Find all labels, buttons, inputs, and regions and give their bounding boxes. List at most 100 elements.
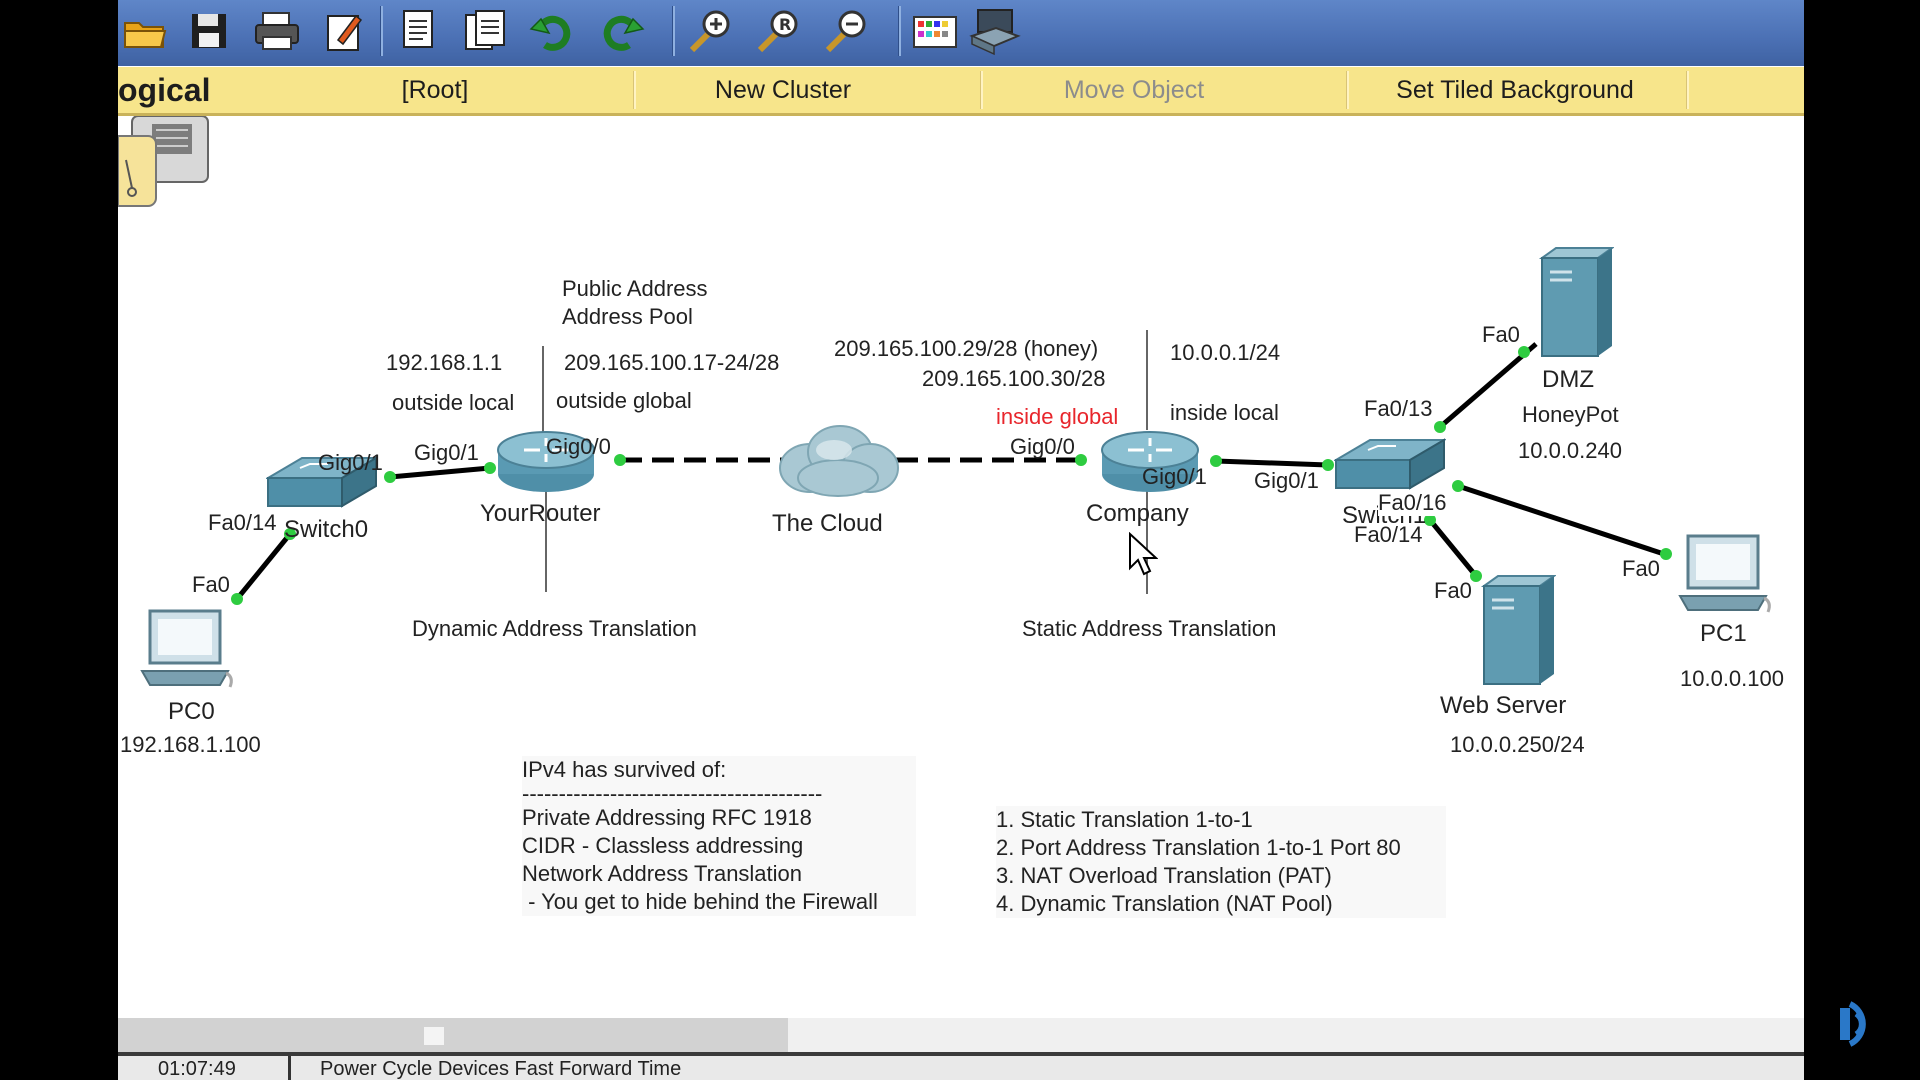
link-company-switch1	[1215, 458, 1329, 468]
packet-tracer-window: R ogical [Root] New Cluster Move Object …	[118, 0, 1804, 1080]
web-server-icon[interactable]	[1478, 572, 1558, 690]
link-light-dmz	[1518, 346, 1530, 358]
toolbar-separator	[898, 6, 901, 56]
link-light-switch1-gig	[1322, 459, 1334, 471]
pc0-ip-label: 192.168.1.100	[120, 732, 261, 757]
palette-icon[interactable]	[908, 6, 962, 56]
scrollbar-thumb[interactable]	[424, 1027, 444, 1045]
outside-global-label: outside global	[556, 388, 692, 413]
logical-workspace-bar: ogical [Root] New Cluster Move Object Se…	[118, 67, 1804, 116]
link-switch0-yourrouter	[389, 465, 491, 480]
zoom-out-icon[interactable]	[820, 6, 874, 56]
zoom-in-icon[interactable]	[684, 6, 738, 56]
activity-wizard-icon[interactable]	[318, 6, 372, 56]
yourrouter-icon[interactable]	[494, 430, 598, 498]
channel-logo-icon	[1838, 1000, 1890, 1048]
open-folder-icon[interactable]	[118, 6, 172, 56]
ipv4-note-line: CIDR - Classless addressing	[522, 833, 804, 858]
svg-text:R: R	[779, 15, 791, 34]
honey-ip-label: 209.165.100.29/28 (honey)	[834, 336, 1099, 361]
yourrouter-port-left-label: Gig0/1	[414, 440, 479, 465]
switch1-port-13-label: Fa0/13	[1364, 396, 1433, 421]
link-light-pc1	[1660, 548, 1672, 560]
toolbar-separator	[672, 6, 675, 56]
nat-type-line: 4. Dynamic Translation (NAT Pool)	[996, 891, 1333, 916]
toolbar-separator	[380, 6, 383, 56]
webserver-name-label: Web Server	[1440, 692, 1567, 719]
link-pc0-switch0	[235, 532, 292, 601]
switch1-gig-port-label: Gig0/1	[1254, 468, 1319, 493]
ipv4-note-line: - You get to hide behind the Firewall	[522, 889, 878, 914]
link-switch1-dmz	[1438, 342, 1538, 429]
link-light-switch1-13	[1434, 421, 1446, 433]
pc1-icon[interactable]	[1678, 534, 1774, 620]
undo-icon[interactable]	[526, 6, 580, 56]
link-light-yourrouter-gig01	[484, 462, 496, 474]
pc0-port-label: Fa0	[192, 572, 230, 597]
webserver-ip-label: 10.0.0.250/24	[1450, 732, 1585, 757]
scrollbar-track[interactable]	[118, 1018, 788, 1052]
main-toolbar: R	[118, 0, 1804, 66]
link-switch1-webserver	[1428, 518, 1478, 578]
nat-type-line: 2. Port Address Translation 1-to-1 Port …	[996, 835, 1401, 860]
viewport-icon[interactable]	[118, 115, 214, 216]
ipv4-note-line: Network Address Translation	[522, 861, 803, 886]
nat-types-note[interactable]: 1. Static Translation 1-to-1 2. Port Add…	[996, 806, 1446, 918]
zoom-reset-icon[interactable]: R	[752, 6, 806, 56]
cloud-icon[interactable]	[774, 422, 902, 504]
status-separator	[288, 1056, 291, 1080]
pc1-port-label: Fa0	[1622, 556, 1660, 581]
company-public-ip-label: 209.165.100.30/28	[922, 366, 1106, 391]
company-port-right-label: Gig0/1	[1142, 464, 1207, 489]
save-icon[interactable]	[182, 6, 236, 56]
yourrouter-port-right-label: Gig0/0	[546, 434, 611, 459]
set-tiled-background-button[interactable]: Set Tiled Background	[1396, 76, 1634, 104]
mouse-cursor-icon	[1128, 531, 1159, 580]
dmz-server-icon[interactable]	[1536, 244, 1616, 362]
inside-global-label: inside global	[996, 404, 1119, 429]
link-light-switch0-fa	[284, 528, 296, 540]
mode-separator	[1686, 71, 1689, 109]
realtime-clock: 01:07:49	[158, 1058, 236, 1080]
dmz-ip-label: 10.0.0.240	[1518, 438, 1622, 463]
pc0-icon[interactable]	[140, 609, 236, 695]
workspace-title[interactable]: ogical	[118, 72, 211, 108]
move-object-button[interactable]: Move Object	[1063, 76, 1205, 104]
horizontal-scrollbar[interactable]	[118, 1018, 1804, 1052]
topology-links	[231, 330, 1672, 605]
custom-device-icon[interactable]	[968, 6, 1022, 56]
yourrouter-name-label: YourRouter	[480, 500, 601, 527]
dmz-subname-label: HoneyPot	[1522, 402, 1619, 427]
nat-type-line: 1. Static Translation 1-to-1	[996, 807, 1253, 832]
ipv4-note[interactable]: IPv4 has survived of: ------------------…	[522, 756, 916, 916]
pc1-ip-label: 10.0.0.100	[1680, 666, 1784, 691]
mode-separator	[980, 71, 983, 109]
pc0-name-label: PC0	[168, 698, 215, 725]
pc1-name-label: PC1	[1700, 620, 1747, 647]
switch1-port-16-label: Fa0/16	[1378, 490, 1447, 516]
company-router-icon[interactable]	[1098, 430, 1202, 498]
link-light-company-gig01	[1210, 455, 1222, 467]
outside-global-pool-label: 209.165.100.17-24/28	[564, 350, 780, 375]
inside-local-label: inside local	[1170, 400, 1279, 425]
switch0-name-label: Switch0	[284, 516, 369, 543]
root-button[interactable]: [Root]	[401, 76, 469, 104]
switch0-fa-port-label: Fa0/14	[208, 510, 277, 535]
paste-icon[interactable]	[458, 6, 512, 56]
link-light-yourrouter-gig00	[614, 454, 626, 466]
logical-workspace-canvas[interactable]: PC0 192.168.1.100 Fa0 Switch0 Fa0/14 Gig…	[118, 115, 1804, 1016]
new-cluster-button[interactable]: New Cluster	[714, 76, 852, 104]
copy-icon[interactable]	[390, 6, 444, 56]
link-light-switch0-gig	[384, 471, 396, 483]
switch1-icon[interactable]	[1332, 438, 1448, 500]
company-name-label: Company	[1086, 500, 1189, 527]
status-bar: 01:07:49 Power Cycle Devices Fast Forwar…	[118, 1052, 1804, 1080]
switch0-icon[interactable]	[264, 456, 380, 518]
dmz-name-label: DMZ	[1542, 366, 1594, 393]
link-light-switch1-14	[1424, 514, 1436, 526]
status-controls[interactable]: Power Cycle Devices Fast Forward Time	[320, 1058, 682, 1080]
redo-icon[interactable]	[594, 6, 648, 56]
link-light-webserver	[1470, 570, 1482, 582]
ipv4-note-line: Private Addressing RFC 1918	[522, 805, 812, 830]
print-icon[interactable]	[250, 6, 304, 56]
